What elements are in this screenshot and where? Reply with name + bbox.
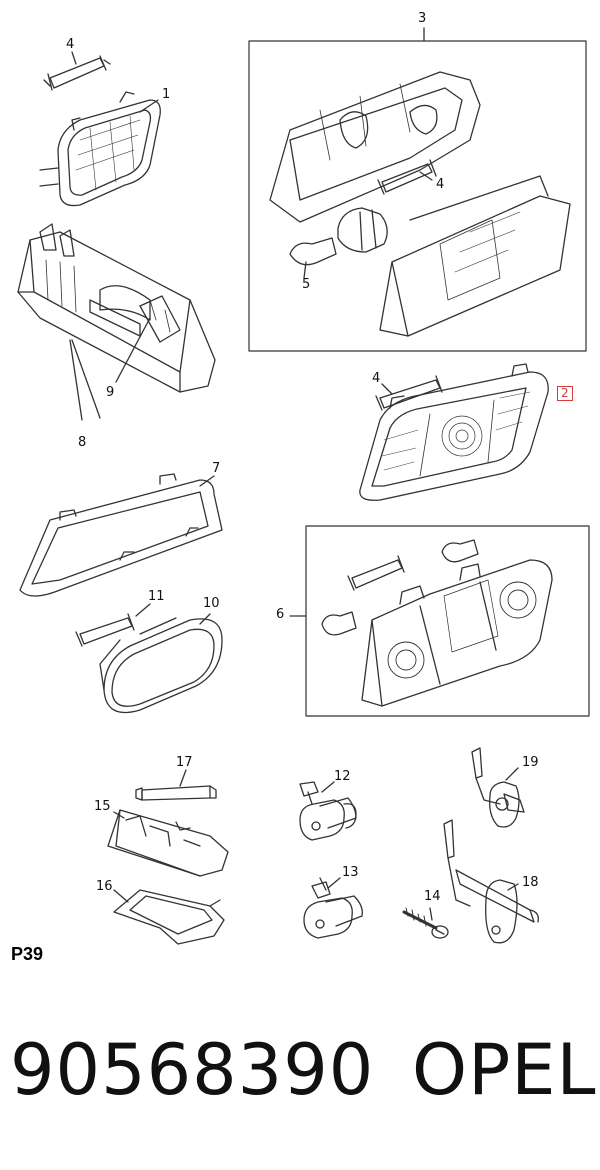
leader-13 [327,877,341,889]
lamp-10 [99,617,223,714]
festoon-bulb-in-box-6 [347,555,405,591]
leader-10 [199,613,211,625]
callout-14: 14 [424,889,441,904]
lens-1 [39,91,161,207]
festoon-bulb-17 [135,785,217,801]
interior-lamp-assembly-2 [359,363,549,501]
festoon-bulb-4-right [375,375,443,411]
callout-8: 8 [78,435,87,450]
callout-7: 7 [212,461,221,476]
callout-15: 15 [94,799,111,814]
wedge-bulb-in-box-6-left [321,611,357,636]
callout-12: 12 [334,769,351,784]
wedge-bulb-in-box-6-top [441,539,479,563]
screw-14 [402,907,449,939]
leader-19 [505,767,519,781]
leader-14 [429,907,433,921]
group-box-3 [248,40,587,352]
leader-7 [199,475,215,487]
festoon-bulb-4-top-left [43,55,111,91]
callout-16: 16 [96,879,113,894]
callout-3: 3 [418,11,427,26]
leader-1 [139,99,159,113]
door-switch-18 [443,819,539,944]
leader-4-top-left [71,51,77,65]
leader-12 [321,781,335,793]
door-switch-12 [299,781,357,841]
door-switch-13 [303,877,363,939]
lamp-holder-15 [107,809,229,877]
leader-15 [113,811,125,819]
brand-name: OPEL [412,1029,597,1111]
lens-16 [113,889,225,945]
lamp-housing-8 [17,223,216,393]
bulb-socket-in-box [337,207,388,253]
leader-17 [179,769,187,787]
callout-4-top-left: 4 [66,37,75,52]
section-code: P39 [11,944,44,964]
wedge-bulb-5 [289,237,337,266]
lens-in-box [379,175,571,337]
callout-18: 18 [522,875,539,890]
leader-11 [135,603,151,617]
callout-6: 6 [276,607,285,622]
callout-1: 1 [162,87,171,102]
leader-16 [113,889,129,903]
callout-19: 19 [522,755,539,770]
leader-8 [69,339,101,421]
callout-10: 10 [203,596,220,611]
callout-13: 13 [342,865,359,880]
leader-5 [303,261,307,279]
callout-2-highlighted: 2 [557,386,573,401]
gasket-7 [19,473,223,597]
leader-4-in-box [419,171,433,181]
callout-9: 9 [106,385,115,400]
group-box-6 [305,525,590,717]
dual-reading-lamp-6 [361,559,553,707]
callout-4-right: 4 [372,371,381,386]
callout-17: 17 [176,755,193,770]
exploded-view-drawing [17,27,590,945]
door-switch-19 [471,747,525,828]
leader-9 [115,317,151,383]
part-number: 90568390 [10,1029,375,1111]
callout-11: 11 [148,589,165,604]
festoon-bulb-4-in-box [377,159,437,195]
lamp-frame-3 [269,71,481,223]
leader-18 [507,883,519,891]
callout-4-in-box: 4 [436,177,445,192]
festoon-bulb-11 [75,613,135,647]
leader-4-right [381,383,393,395]
callout-5: 5 [302,277,311,292]
